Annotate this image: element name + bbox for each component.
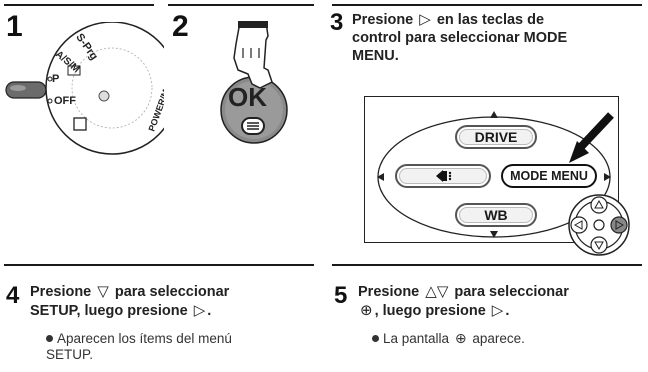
menu-wb: WB (455, 203, 537, 227)
down-arrow-icon: ▽ (97, 282, 109, 300)
step-5-line1: Presione △▽ para seleccionar (358, 282, 569, 300)
menu-flash (395, 164, 491, 188)
rule-step3 (332, 4, 642, 6)
dial-label-off: OFF (54, 95, 76, 107)
step-5-instruction: Presione △▽ para seleccionar ⊕, luego pr… (358, 282, 648, 320)
menu-drive: DRIVE (455, 125, 537, 149)
step-4-bullet: Aparecen los ítems del menú SETUP. (46, 331, 232, 362)
up-down-arrow-icon: △▽ (425, 282, 449, 300)
bullet-dot-icon (372, 335, 379, 342)
flash-icon (436, 170, 452, 182)
rule-step5 (332, 264, 642, 266)
step-3-line3: MENU. (352, 48, 399, 64)
bullet-dot-icon (46, 335, 53, 342)
menu-ring-arrows (377, 111, 614, 238)
right-arrow-icon: ▷ (491, 301, 504, 319)
ok-label: OK (228, 82, 267, 112)
right-arrow-icon: ▷ (419, 10, 431, 28)
step-4-line1: Presione ▽ para seleccionar (30, 282, 230, 300)
step-5-bullet: La pantalla ⊕ aparece. (372, 331, 642, 347)
step-5-number: 5 (334, 282, 348, 309)
control-pad-illustration (568, 194, 630, 256)
rule-step2 (168, 4, 314, 6)
rule-step1 (4, 4, 154, 6)
step-3-number: 3 (330, 9, 344, 36)
right-arrow-icon: ▷ (193, 301, 206, 319)
step-4-instruction: Presione ▽ para seleccionar SETUP, luego… (30, 282, 320, 320)
menu-mode-menu: MODE MENU (501, 164, 597, 188)
setup-symbol-icon: ⊕ (454, 331, 467, 347)
setup-symbol-icon: ⊕ (360, 301, 373, 319)
step-3-instruction: Presione ▷ en las teclas de control para… (352, 10, 642, 65)
mode-dial-illustration: S-Prg A/S/M P OFF POWER/MODE DIAL (5, 22, 164, 155)
step-3-line2: control para seleccionar MODE (352, 30, 568, 46)
step-4-line2: SETUP, luego presione ▷. (30, 301, 212, 319)
ok-button-press-illustration: OK (220, 21, 288, 144)
step-2-number: 2 (172, 10, 189, 43)
dial-label-p: P (52, 73, 59, 85)
step-5-line2: ⊕, luego presione ▷. (360, 301, 510, 319)
step-4-number: 4 (6, 282, 20, 309)
step-1-number: 1 (6, 10, 23, 43)
step-3-line1: Presione ▷ en las teclas de (352, 10, 545, 28)
rule-step4 (4, 264, 314, 266)
